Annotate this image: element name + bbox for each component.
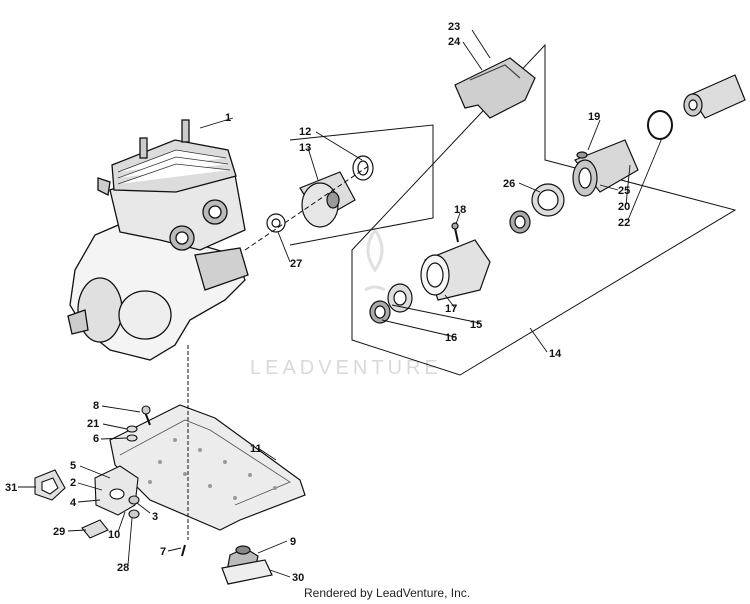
driveshaft-parts xyxy=(369,57,746,324)
callout-labels: 1 2 3 4 5 6 7 8 9 10 11 12 13 14 15 16 1… xyxy=(5,21,630,584)
callout-8: 8 xyxy=(93,400,99,412)
rubber-mount xyxy=(221,545,273,585)
callout-11: 11 xyxy=(250,443,262,455)
callout-3: 3 xyxy=(152,511,158,523)
callout-21: 21 xyxy=(87,418,99,430)
callout-16: 16 xyxy=(445,332,457,344)
engine-mount-plate xyxy=(109,404,306,531)
callout-9: 9 xyxy=(290,536,296,548)
callout-25: 25 xyxy=(618,185,630,197)
callout-30: 30 xyxy=(292,572,304,584)
callout-10: 10 xyxy=(108,529,120,541)
watermark: LEADVENTURE xyxy=(250,227,442,379)
callout-17: 17 xyxy=(445,303,457,315)
callout-27: 27 xyxy=(290,258,302,270)
output-components xyxy=(266,155,374,233)
axis-line-left xyxy=(244,164,371,251)
callout-15: 15 xyxy=(470,319,482,331)
callout-6: 6 xyxy=(93,433,99,445)
engine-assembly xyxy=(67,119,249,361)
callout-12: 12 xyxy=(299,126,311,138)
driveshaft-group-outline xyxy=(351,43,737,376)
mount-hardware xyxy=(34,405,186,557)
callout-26: 26 xyxy=(503,178,515,190)
group-bracket-upper xyxy=(289,124,434,246)
render-credit: Rendered by LeadVenture, Inc. xyxy=(304,586,471,600)
watermark-text: LEADVENTURE xyxy=(250,357,442,379)
callout-20: 20 xyxy=(618,201,630,213)
callout-1: 1 xyxy=(225,112,231,124)
callout-5: 5 xyxy=(70,460,76,472)
callout-19: 19 xyxy=(588,111,600,123)
callout-22: 22 xyxy=(618,217,630,229)
callout-14: 14 xyxy=(549,348,562,360)
callout-7: 7 xyxy=(160,546,166,558)
callout-2: 2 xyxy=(70,477,76,489)
callout-31: 31 xyxy=(5,482,17,494)
callout-18: 18 xyxy=(454,204,466,216)
callout-29: 29 xyxy=(53,526,65,538)
callout-28: 28 xyxy=(117,562,129,574)
callout-24: 24 xyxy=(448,36,461,48)
callout-23: 23 xyxy=(448,21,460,33)
leader-lines xyxy=(18,29,663,578)
watermark-flame-logo xyxy=(364,227,386,292)
callout-4: 4 xyxy=(70,497,77,509)
callout-13: 13 xyxy=(299,142,311,154)
